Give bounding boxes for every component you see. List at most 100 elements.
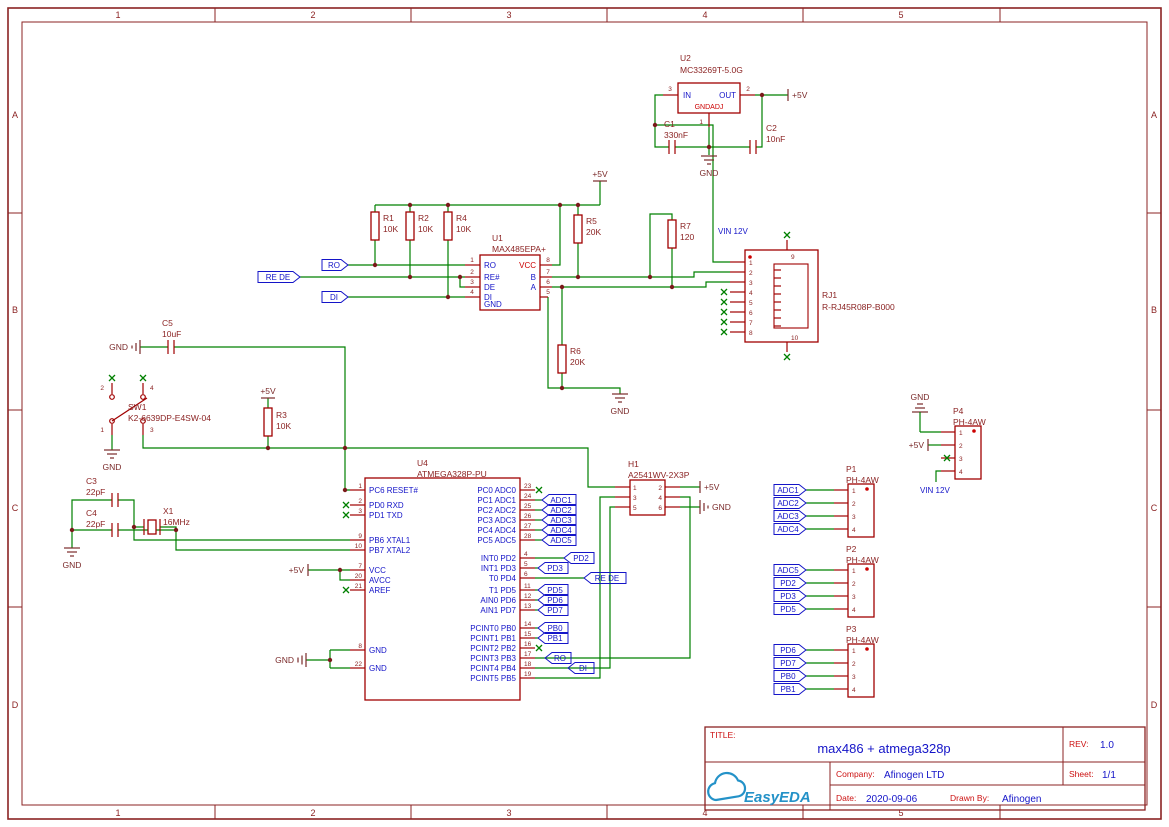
row-label: C [12, 503, 19, 513]
net-flag-pb1[interactable]: PB1 [773, 683, 807, 695]
u4-ref: U4 [417, 458, 428, 468]
component-rj1[interactable]: 1 2 3 4 5 6 7 8 9 10 RJ1 R-RJ45R08P-B000 [730, 240, 895, 352]
pin-num: 7 [749, 320, 753, 327]
component-r7[interactable]: R7 120 [667, 219, 694, 249]
pin-name: PCINT0 PB0 [470, 624, 516, 633]
component-u4[interactable]: U4 ATMEGA328P-PU 1 2 3 9 10 7 20 21 8 22… [350, 458, 535, 701]
net-flag-adc5[interactable]: ADC5 [773, 564, 807, 576]
pin-num: 28 [524, 533, 532, 540]
component-p4[interactable]: P4 PH-4AW 1 2 3 4 [941, 406, 986, 480]
net-flag-pd6[interactable]: PD6 [537, 594, 569, 606]
component-r6[interactable]: R6 20K [557, 344, 585, 374]
component-p3[interactable]: P3 PH-4AW 1 2 3 4 [834, 624, 879, 698]
pin-name: PCINT3 PB3 [470, 654, 516, 663]
sheet-value: 1/1 [1102, 770, 1116, 781]
pin-name: PCINT5 PB5 [470, 674, 516, 683]
p1-ref: P1 [846, 464, 857, 474]
component-r3[interactable]: R3 10K [263, 407, 291, 437]
pin-name: B [531, 273, 536, 282]
component-c2[interactable]: C2 10nF [749, 123, 785, 154]
power-flag-5v: +5V [592, 169, 608, 182]
component-c3[interactable]: C3 22pF [86, 476, 119, 507]
p3-ref: P3 [846, 624, 857, 634]
pin-num: 8 [358, 643, 362, 650]
net-label: PB0 [780, 672, 796, 681]
row-label: A [1151, 110, 1157, 120]
net-flag-adc5[interactable]: ADC5 [541, 534, 577, 546]
u2-value: MC33269T-5.0G [680, 65, 743, 75]
net-flag-adc3[interactable]: ADC3 [541, 514, 577, 526]
pin-num: 5 [749, 300, 753, 307]
component-p1[interactable]: P1 PH-4AW 1 2 3 4 [834, 464, 879, 538]
pin-num: 1 [633, 485, 637, 492]
net-flag-adc1[interactable]: ADC1 [773, 484, 807, 496]
net-flag-pb0[interactable]: PB0 [773, 670, 807, 682]
pin-num: 3 [852, 514, 856, 521]
pin-name: DE [484, 283, 495, 292]
net-flag-pd7[interactable]: PD7 [773, 657, 807, 669]
component-u1[interactable]: U1 MAX485EPA+ 1 2 3 4 8 7 6 5 RO RE# DE … [465, 233, 552, 311]
pin-num: 6 [658, 505, 662, 512]
net-flag-adc2[interactable]: ADC2 [773, 497, 807, 509]
pin-num: 2 [470, 269, 474, 276]
pin-num: 1 [100, 427, 104, 434]
wires-connectors [806, 431, 941, 690]
net-flag-pd3[interactable]: PD3 [537, 562, 569, 574]
net-flag-adc4[interactable]: ADC4 [773, 523, 807, 535]
net-flag-pb0[interactable]: PB0 [537, 622, 569, 634]
power-label: +5V [289, 565, 305, 575]
component-h1[interactable]: H1 A2541WV-2X3P 1 3 5 2 4 6 [615, 459, 690, 516]
pin-num: 8 [546, 257, 550, 264]
component-r2[interactable]: R2 10K [405, 211, 433, 241]
pin-num: 16 [524, 641, 532, 648]
net-flag-ro[interactable]: RO [544, 652, 572, 664]
component-r5[interactable]: R5 20K [573, 214, 601, 244]
net-label: RO [328, 261, 340, 270]
pin-num: 2 [100, 385, 104, 392]
net-label: ADC1 [777, 486, 799, 495]
component-r4[interactable]: R4 10K [443, 211, 471, 241]
col-label: 5 [898, 808, 903, 818]
net-flag-pd6[interactable]: PD6 [773, 644, 807, 656]
net-flag-pd2[interactable]: PD2 [563, 552, 595, 564]
net-flag-adc3[interactable]: ADC3 [773, 510, 807, 522]
pin-num: 1 [358, 483, 362, 490]
net-flag-adc2[interactable]: ADC2 [541, 504, 577, 516]
net-flag-pd5[interactable]: PD5 [537, 584, 569, 596]
net-flag-adc1[interactable]: ADC1 [541, 494, 577, 506]
net-flag-pb1[interactable]: PB1 [537, 632, 569, 644]
component-c5[interactable]: C5 10uF [162, 318, 181, 354]
component-p2[interactable]: P2 PH-4AW 1 2 3 4 [834, 544, 879, 618]
sheet-label: Sheet: [1069, 769, 1094, 779]
pin-num: 3 [668, 86, 672, 93]
net-flag-di[interactable]: DI [567, 662, 595, 674]
p1-value: PH-4AW [846, 475, 879, 485]
pin-name: PC6 RESET# [369, 486, 418, 495]
net-label: PD7 [780, 659, 796, 668]
net-flag-pd2[interactable]: PD2 [773, 577, 807, 589]
component-x1[interactable]: X1 16MHz [143, 506, 190, 535]
component-c1[interactable]: C1 330nF [664, 119, 688, 154]
pin-name: VCC [519, 261, 536, 270]
net-flag-pd5[interactable]: PD5 [773, 603, 807, 615]
net-flag-pd7[interactable]: PD7 [537, 604, 569, 616]
component-u2[interactable]: U2 MC33269T-5.0G 3 2 1 IN OUT GNDADJ [663, 53, 755, 127]
pin-name: AIN0 PD6 [480, 596, 516, 605]
net-flag-adc4[interactable]: ADC4 [541, 524, 577, 536]
pin-num: 10 [791, 335, 799, 342]
component-sw1[interactable]: 2 4 1 3 SW1 K2-6639DP-E4SW-04 [100, 383, 211, 435]
component-c4[interactable]: C4 22pF [86, 508, 119, 537]
net-flag-pd3[interactable]: PD3 [773, 590, 807, 602]
net-flag-rede[interactable]: RE DE [257, 271, 301, 283]
r2-value: 10K [418, 224, 433, 234]
net-flag-rede[interactable]: RE DE [583, 572, 627, 584]
component-r1[interactable]: R1 10K [370, 211, 398, 241]
u1-value: MAX485EPA+ [492, 244, 546, 254]
power-label: +5V [792, 90, 808, 100]
net-flag-di[interactable]: DI [321, 291, 349, 303]
power-label: GND [911, 392, 930, 402]
pin-num: 2 [852, 661, 856, 668]
net-flag-ro[interactable]: RO [321, 259, 349, 271]
pin-num: 6 [524, 571, 528, 578]
pin-num: 7 [358, 563, 362, 570]
